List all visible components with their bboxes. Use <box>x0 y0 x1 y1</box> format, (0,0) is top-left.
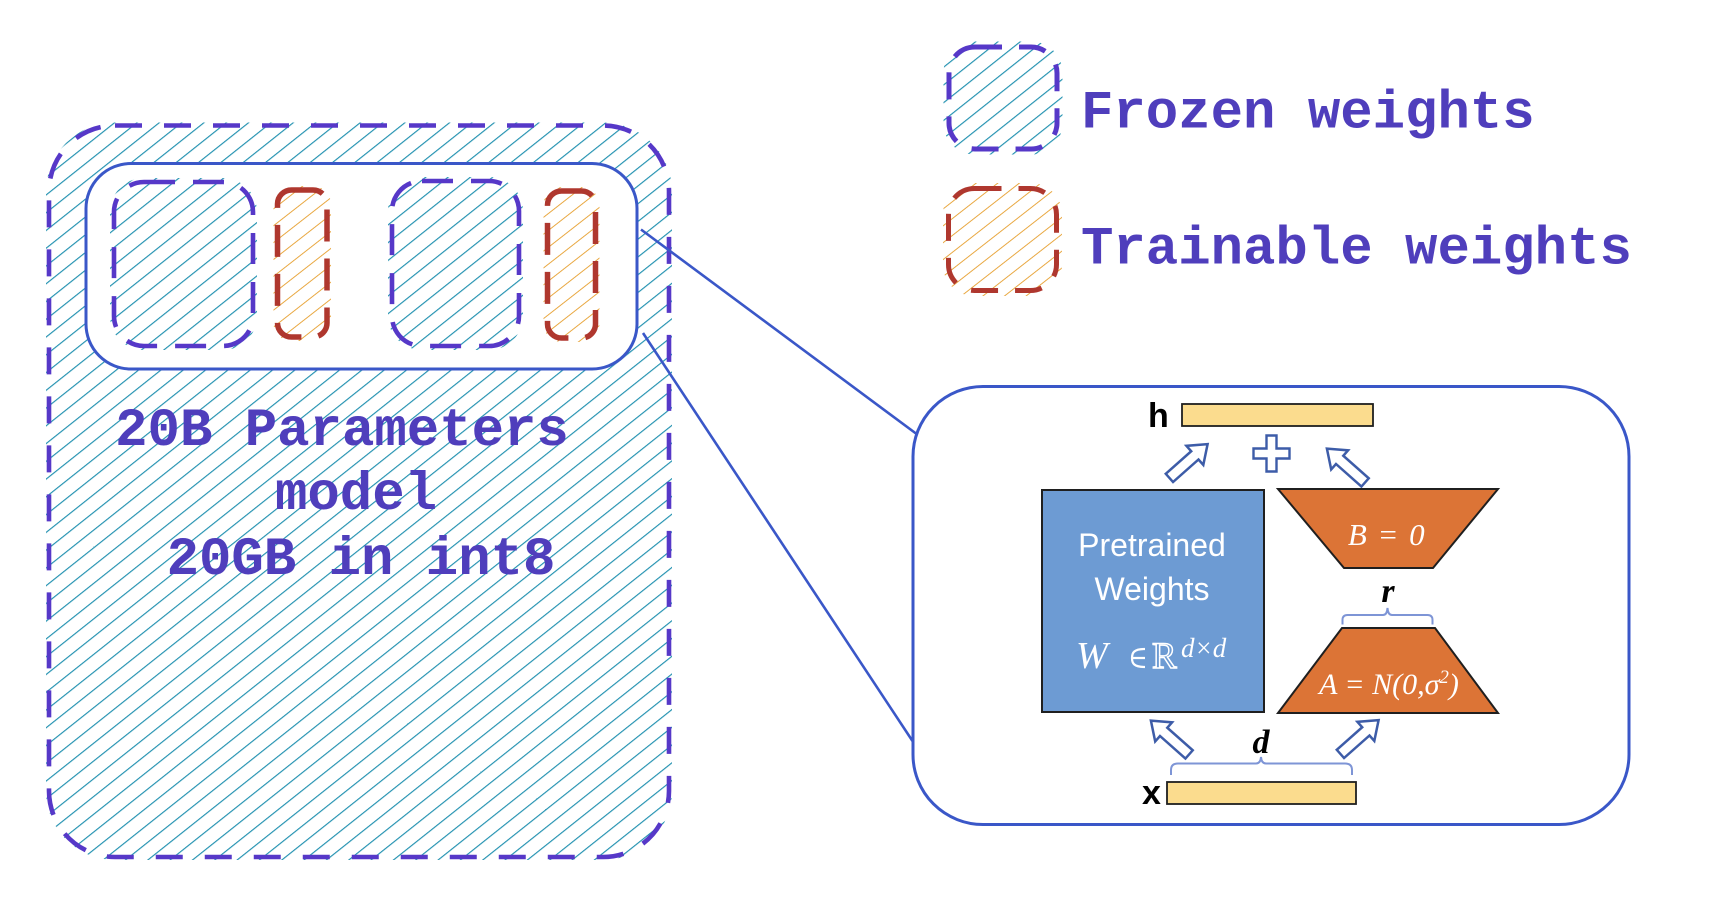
svg-text:20B Parameters: 20B Parameters <box>115 401 569 462</box>
svg-text:W: W <box>1076 635 1111 677</box>
svg-text:h: h <box>1148 397 1169 435</box>
svg-text:d×d: d×d <box>1181 633 1227 663</box>
svg-text:R: R <box>1152 636 1177 677</box>
svg-text:Trainable weights: Trainable weights <box>1081 220 1632 281</box>
svg-text:x: x <box>1142 774 1161 812</box>
svg-text:d: d <box>1253 724 1271 761</box>
svg-text:Pretrained: Pretrained <box>1078 527 1226 563</box>
svg-text:Frozen weights: Frozen weights <box>1081 84 1535 145</box>
svg-text:20GB in int8: 20GB in int8 <box>167 530 556 591</box>
svg-text:Weights: Weights <box>1094 571 1209 607</box>
svg-text:B = 0: B = 0 <box>1348 517 1426 552</box>
svg-text:model: model <box>275 465 437 526</box>
svg-text:A = N(0,σ2): A = N(0,σ2) <box>1317 667 1459 701</box>
svg-text:r: r <box>1381 573 1395 610</box>
